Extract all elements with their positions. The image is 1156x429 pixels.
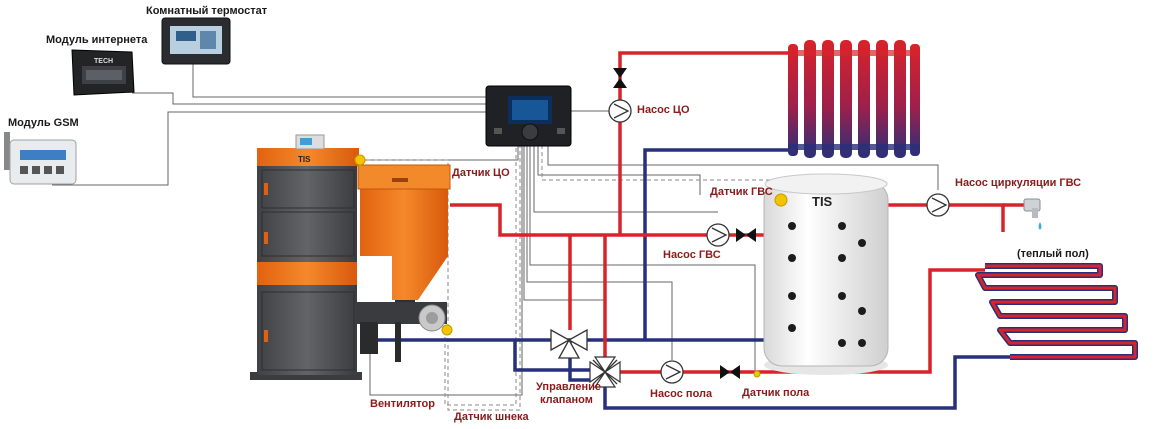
auger-sensor-cable xyxy=(444,145,517,406)
co-supply-riser xyxy=(618,51,790,235)
label-dhw-circulation-pump: Насос циркуляции ГВС xyxy=(955,177,1082,189)
boiler xyxy=(250,134,362,380)
controller-to-boiler-cable xyxy=(362,145,519,161)
pump-dhw xyxy=(706,223,730,247)
pump-floor xyxy=(660,360,684,384)
label-thermostat: Комнатный термостат xyxy=(146,5,268,17)
internet-module-logo: TECH xyxy=(94,58,113,65)
check-valve-floor xyxy=(720,365,740,379)
main-controller xyxy=(485,85,572,147)
room-thermostat xyxy=(161,17,231,65)
pellet-hopper xyxy=(357,164,451,312)
internet-module xyxy=(71,49,135,96)
co-sensor-cable xyxy=(360,145,521,411)
dhw-tap xyxy=(1023,198,1042,230)
boiler-supply-pipe xyxy=(450,203,765,237)
label-internet-module: Модуль интернета xyxy=(46,34,148,46)
co-sensor-dot xyxy=(354,154,366,166)
label-co-sensor: Датчик ЦО xyxy=(452,167,510,179)
thermostat-cable xyxy=(192,64,486,98)
three-way-valve xyxy=(550,328,588,359)
valve-cable xyxy=(523,145,606,358)
floor-supply-pipe xyxy=(620,268,985,374)
control-cables xyxy=(52,64,939,396)
auger-sensor-dot xyxy=(441,324,453,336)
label-auger-sensor: Датчик шнека xyxy=(454,411,529,423)
supply-pipes xyxy=(450,51,1030,374)
label-floor-sensor: Датчик пола xyxy=(742,387,810,399)
internet-cable xyxy=(132,92,486,105)
label-valve-control-2: клапаном xyxy=(540,394,593,406)
floor-sensor-cable xyxy=(529,145,756,370)
check-valve-co xyxy=(613,68,627,88)
floor-sensor-dot xyxy=(753,370,761,378)
pump-dhw-circulation xyxy=(926,193,950,217)
gsm-module xyxy=(4,132,77,185)
dhw-tank xyxy=(763,173,889,375)
sensor-cables xyxy=(360,145,771,411)
dhw-sensor-dot xyxy=(774,193,788,207)
four-way-valve xyxy=(589,356,621,388)
pump-co xyxy=(608,99,632,123)
mixing-return-pipe xyxy=(513,340,592,372)
floor-heating-coil xyxy=(975,263,1138,360)
check-valve-dhw xyxy=(736,228,756,242)
label-dhw-pump: Насос ГВС xyxy=(663,249,721,261)
boiler-logo: TIS xyxy=(298,155,311,164)
label-floor-pump: Насос пола xyxy=(650,388,713,400)
floor-return-pipe xyxy=(603,355,1010,410)
label-valve-control-1: Управление xyxy=(536,381,602,393)
fan-cable xyxy=(369,145,523,396)
auger-burner xyxy=(357,302,447,362)
sensors xyxy=(354,154,788,378)
label-co-pump: Насос ЦО xyxy=(637,104,690,116)
return-pipes xyxy=(362,148,1010,410)
dhw-pump-cable xyxy=(533,145,718,213)
radiator xyxy=(788,40,920,158)
gsm-cable xyxy=(52,111,486,186)
radiator-return-pipe xyxy=(643,148,790,340)
floor-pump-cable xyxy=(526,145,673,360)
dhw-dash-cable xyxy=(541,145,771,196)
label-gsm-module: Модуль GSM xyxy=(8,117,79,129)
dhw-circ-cable xyxy=(547,145,939,190)
label-fan: Вентилятор xyxy=(370,398,435,410)
label-dhw-sensor: Датчик ГВС xyxy=(710,186,773,198)
tank-logo: TIS xyxy=(812,194,833,209)
label-warm-floor: (теплый пол) xyxy=(1017,248,1089,260)
